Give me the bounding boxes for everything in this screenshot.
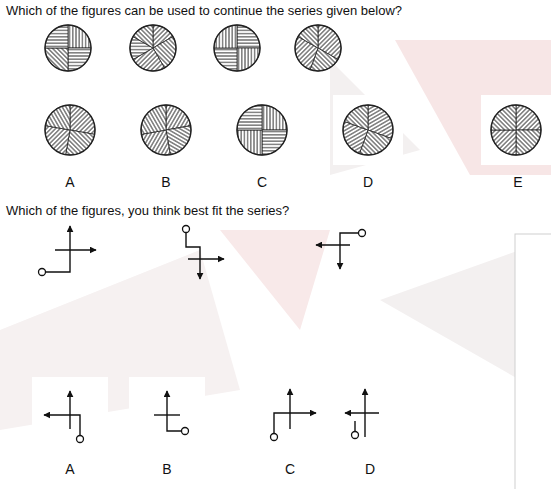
option-letter: C bbox=[257, 174, 267, 190]
hatched-circle bbox=[35, 95, 105, 165]
hatched-circle bbox=[45, 25, 91, 71]
arrow-cross-figure bbox=[252, 377, 328, 453]
hatched-circle bbox=[214, 25, 260, 71]
option-letter: B bbox=[162, 461, 171, 477]
hatched-circle bbox=[481, 95, 551, 165]
side-panel bbox=[515, 234, 551, 489]
hatched-circle bbox=[131, 95, 201, 165]
arrow-cross-figure bbox=[39, 226, 97, 276]
hatched-circle bbox=[227, 95, 297, 165]
question-text: Which of the figures, you think best fit… bbox=[6, 203, 289, 218]
arrow-cross-figure bbox=[316, 230, 366, 270]
hatched-circle bbox=[295, 25, 341, 71]
option-letter: B bbox=[161, 174, 170, 190]
option-letter: A bbox=[65, 461, 74, 477]
option-letter: E bbox=[513, 174, 522, 190]
arrow-cross-figure bbox=[183, 226, 225, 280]
option-letter: D bbox=[363, 174, 373, 190]
question-text: Which of the figures can be used to cont… bbox=[6, 3, 402, 18]
option-letter: D bbox=[365, 461, 375, 477]
hatched-circle bbox=[130, 25, 176, 71]
arrow-cross-figure bbox=[327, 377, 403, 453]
arrow-cross-figure bbox=[32, 377, 108, 453]
watermark bbox=[0, 40, 551, 430]
arrow-cross-figure bbox=[129, 377, 205, 453]
option-letter: C bbox=[285, 461, 295, 477]
hatched-circle bbox=[333, 95, 403, 165]
option-letter: A bbox=[65, 174, 74, 190]
